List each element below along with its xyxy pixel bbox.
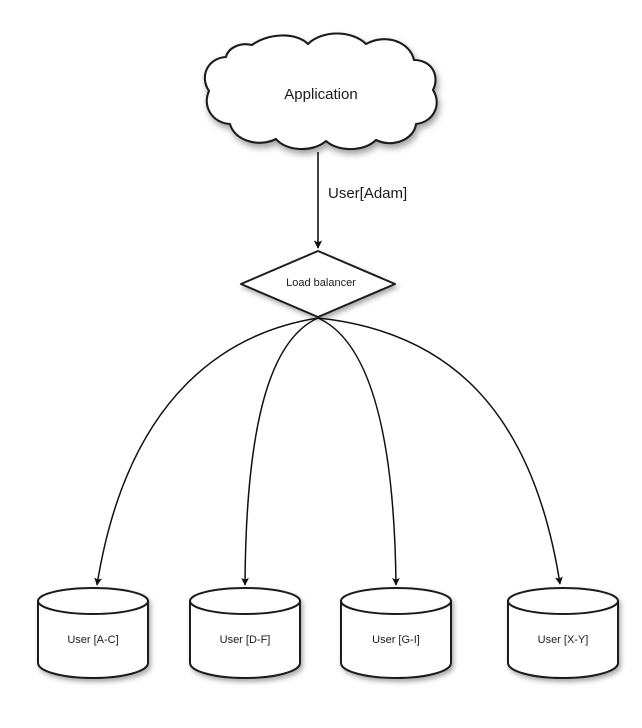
store-node-1: [37, 587, 149, 679]
edge-balancer-to-store-1: [94, 317, 319, 586]
store-node-3: [340, 587, 452, 679]
store-node-2: [189, 587, 301, 679]
store-top-4: [507, 587, 619, 615]
diamond-node: [240, 250, 396, 318]
edge-balancer-to-store-2: [241, 317, 319, 586]
store-body-1: [37, 600, 149, 679]
store-top-1: [37, 587, 149, 615]
cloud-node: [203, 32, 438, 151]
store-body-3: [340, 600, 452, 679]
store-top-2: [189, 587, 301, 615]
store-body-4: [507, 600, 619, 679]
edge-group-balancer-to-stores: [94, 317, 563, 586]
edge-balancer-to-store-4: [317, 317, 563, 585]
edge-balancer-to-store-3: [317, 317, 400, 586]
store-body-2: [189, 600, 301, 679]
diamond-shape: [240, 250, 396, 318]
store-top-3: [340, 587, 452, 615]
store-node-4: [507, 587, 619, 679]
cloud-shape: [203, 32, 438, 151]
